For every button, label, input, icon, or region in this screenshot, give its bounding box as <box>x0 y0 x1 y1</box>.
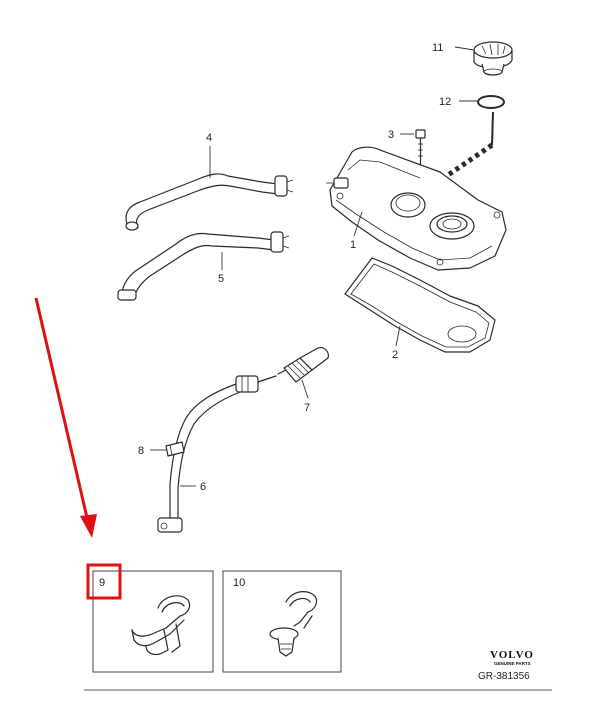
highlight-arrow <box>34 297 97 538</box>
callout-11: 11 <box>432 42 443 54</box>
callout-2: 2 <box>392 349 398 361</box>
assembly-dash-line <box>446 111 494 178</box>
inset-panel-10 <box>222 570 342 673</box>
inset-panel-9 <box>92 570 214 673</box>
brand-name: VOLVO <box>490 649 534 661</box>
clip-part-10 <box>269 591 318 657</box>
callout-12: 12 <box>439 96 451 108</box>
pipe-clip <box>165 441 185 457</box>
callout-1: 1 <box>350 239 356 251</box>
highlight-box-9 <box>86 563 122 600</box>
pcv-valve <box>277 347 329 383</box>
callout-8: 8 <box>138 445 144 457</box>
brand-logo: VOLVO GENUINE PARTS <box>490 649 534 666</box>
oil-filler-cap <box>473 41 513 76</box>
leader-11 <box>454 46 475 51</box>
leader-1 <box>353 211 363 237</box>
callout-10: 10 <box>233 577 245 589</box>
callout-9: 9 <box>99 577 105 589</box>
breather-hose-lower <box>117 231 290 301</box>
clip-part-9 <box>131 595 191 656</box>
vent-pipe <box>157 375 277 533</box>
callout-7: 7 <box>304 402 310 414</box>
valve-cover <box>326 146 507 271</box>
o-ring <box>477 95 505 109</box>
brand-tagline: GENUINE PARTS <box>494 661 531 666</box>
gasket <box>344 257 496 353</box>
leader-7 <box>301 379 309 399</box>
breather-hose-upper <box>125 173 294 231</box>
diagram-reference: GR-381356 <box>478 671 530 682</box>
callout-4: 4 <box>206 132 212 144</box>
callout-5: 5 <box>218 273 224 285</box>
callout-3: 3 <box>388 129 394 141</box>
callout-6: 6 <box>200 481 206 493</box>
leader-2 <box>395 325 401 347</box>
